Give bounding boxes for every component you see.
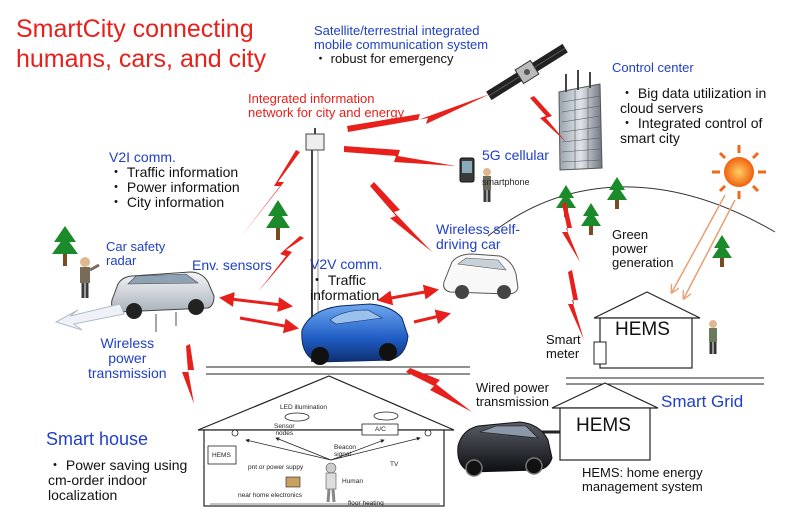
- smart-meter-label: Smart meter: [546, 332, 581, 362]
- green-power-line-3: generation: [612, 255, 674, 271]
- building-icon: [558, 70, 603, 171]
- electronics-label: near home electronics: [238, 492, 302, 499]
- smart-house-title: Smart house: [46, 429, 149, 449]
- v2v-line-1: ・ Traffic: [310, 272, 367, 288]
- car-icon: [457, 421, 553, 477]
- led-label: LED illumination: [280, 404, 327, 411]
- sensor-nodes-line-2: nodes: [275, 430, 294, 438]
- wireless-power-line-2: power: [108, 350, 147, 367]
- cellular-label: 5G cellular: [482, 147, 549, 163]
- power-supply-label: pnt or power suppy: [248, 464, 304, 471]
- smart-meter-line-1: Smart: [546, 332, 581, 347]
- integrated-network-line-1: Integrated information: [248, 91, 375, 106]
- control-center-notes: ・ Big data utilization in cloud servers …: [620, 85, 767, 147]
- hems-definition: HEMS: home energy management system: [582, 465, 703, 495]
- person-icon: [80, 257, 100, 298]
- sensor-pointers: [155, 312, 177, 332]
- house-icon: [551, 382, 659, 461]
- v2v-title: V2V comm.: [310, 256, 383, 272]
- v2i-line-1: ・ Traffic information: [109, 164, 239, 180]
- smart-house-line-3: localization: [48, 487, 118, 504]
- person-icon: [709, 320, 717, 354]
- car-icon: [301, 303, 409, 365]
- hems-definition-line-1: HEMS: home energy: [582, 465, 703, 480]
- sensor-nodes-line-1: Sensor: [274, 423, 295, 430]
- wireless-power-label: Wireless power transmission: [88, 335, 167, 382]
- satellite-icon: [486, 43, 568, 101]
- v2v-notes: ・ Traffic information: [310, 272, 380, 304]
- smart-house-line-1: ・ Power saving using: [48, 457, 188, 473]
- floor-heating-label: floor heating: [348, 500, 384, 507]
- control-center-line-3: ・ Integrated control of: [620, 115, 763, 132]
- person-icon: [483, 168, 491, 202]
- control-center-line-2: cloud servers: [620, 100, 704, 117]
- car-safety-line-2: radar: [106, 253, 137, 269]
- v2i-title: V2I comm.: [109, 149, 176, 165]
- hems-definition-line-2: management system: [582, 479, 703, 495]
- wireless-car-label: Wireless self- driving car: [436, 221, 521, 253]
- smart-grid-label: Smart Grid: [661, 392, 744, 411]
- lightning-icon: [182, 94, 584, 412]
- wireless-power-line-3: transmission: [88, 365, 167, 382]
- smartphone-label: smartphone: [482, 177, 530, 187]
- satellite-line-2: mobile communication system: [314, 37, 489, 53]
- satellite-label: Satellite/terrestrial integrated mobile …: [314, 23, 489, 67]
- human-label: Human: [342, 478, 363, 485]
- page-title: SmartCity connecting humans, cars, and c…: [16, 14, 266, 74]
- control-center-title: Control center: [612, 60, 694, 75]
- sun-icon: [712, 145, 766, 199]
- satellite-line-3: ・ robust for emergency: [314, 51, 454, 67]
- hems-label-bottom: HEMS: [576, 415, 631, 436]
- wireless-power-line-1: Wireless: [100, 335, 155, 351]
- green-power-line-2: power: [612, 241, 648, 257]
- house-icon: [197, 366, 470, 507]
- person-icon: [325, 462, 337, 503]
- sunlight-arrow: [672, 194, 726, 292]
- wired-power-line-1: Wired power: [476, 380, 549, 395]
- car-safety-label: Car safety radar: [106, 239, 166, 269]
- tree-icon: [52, 177, 732, 267]
- wired-power-label: Wired power transmission: [476, 380, 549, 410]
- beacon-line-2: signal: [334, 451, 351, 459]
- smart-house-line-2: cm-order indoor: [48, 472, 147, 489]
- smart-meter-line-2: meter: [546, 346, 580, 362]
- radar-arrow: [54, 303, 125, 331]
- title-line-2: humans, cars, and city: [16, 45, 267, 73]
- wireless-car-line-1: Wireless self-: [436, 221, 521, 237]
- v2v-arrows: [219, 284, 451, 334]
- env-sensors-label: Env. sensors: [192, 257, 272, 273]
- car-safety-line-1: Car safety: [106, 239, 166, 254]
- control-center-line-1: ・ Big data utilization in: [620, 85, 767, 101]
- indoor-arrows: [245, 436, 421, 461]
- house-icon: [593, 291, 701, 369]
- integrated-network-line-2: network for city and energy: [248, 105, 405, 121]
- hems-label-top: HEMS: [615, 319, 670, 340]
- house-hems-label: HEMS: [212, 452, 231, 459]
- smart-house-notes: ・ Power saving using cm-order indoor loc…: [48, 457, 188, 504]
- v2i-line-2: ・ Power information: [109, 179, 240, 196]
- satellite-line-1: Satellite/terrestrial integrated: [314, 23, 480, 38]
- green-power-label: Green power generation: [612, 227, 674, 271]
- beacon-label: Beacon signal: [334, 444, 356, 458]
- ac-label: A/C: [375, 426, 386, 433]
- integrated-network-label: Integrated information network for city …: [248, 91, 405, 121]
- car-icon: [443, 253, 519, 299]
- control-center-line-4: smart city: [620, 130, 680, 147]
- beacon-line-1: Beacon: [334, 444, 357, 451]
- v2i-notes: ・ Traffic information ・ Power informatio…: [109, 164, 240, 211]
- v2i-line-3: ・ City information: [109, 194, 225, 211]
- green-power-line-1: Green: [612, 227, 649, 242]
- wired-power-line-2: transmission: [476, 394, 549, 410]
- sunlight-arrow: [684, 199, 736, 298]
- smartphone-icon: [459, 157, 475, 183]
- title-line-1: SmartCity connecting: [16, 15, 254, 43]
- wireless-car-line-2: driving car: [436, 236, 501, 253]
- v2v-line-2: information: [310, 287, 380, 304]
- tv-label: TV: [390, 461, 399, 468]
- car-icon: [111, 271, 215, 319]
- sensor-nodes-label: Sensor nodes: [274, 423, 295, 437]
